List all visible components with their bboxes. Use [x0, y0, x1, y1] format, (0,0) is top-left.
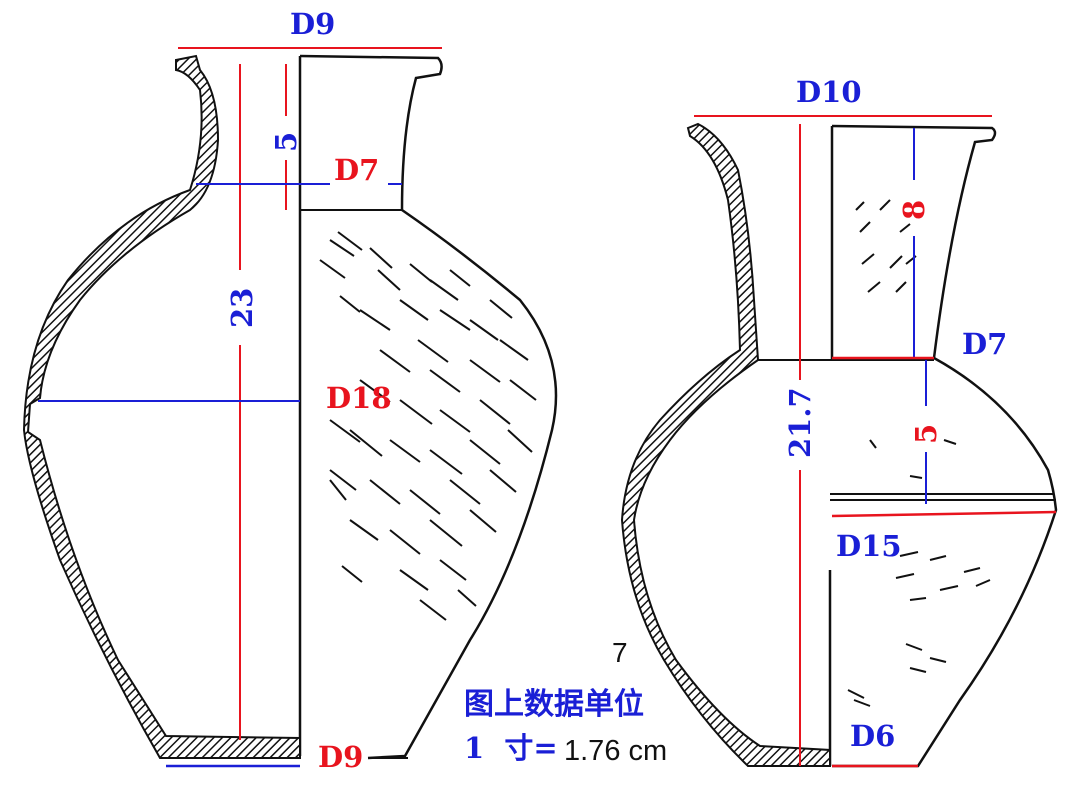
left-vase-outline	[299, 54, 558, 760]
right-vase-outline	[831, 124, 1058, 768]
left-vase-texture	[319, 231, 537, 621]
right-neck-diameter-label: D7	[962, 327, 1007, 361]
right-base-diameter-label: D6	[850, 719, 895, 753]
right-shoulder-height-label: 5	[909, 424, 943, 444]
right-top-diameter-label: D10	[796, 75, 862, 109]
unit-note-value: 1.76 cm	[564, 735, 667, 767]
right-vase-dimensions	[694, 115, 1057, 768]
left-vase	[22, 54, 558, 760]
right-neck-height-label: 8	[897, 200, 931, 220]
right-vase	[620, 122, 1058, 768]
left-neck-diameter-label: D7	[334, 153, 379, 187]
right-vase-texture	[847, 199, 991, 707]
left-max-diameter-label: D18	[326, 381, 392, 415]
left-vase-dimensions	[38, 47, 442, 768]
unit-note-title: 图上数据单位	[464, 687, 644, 722]
right-vase-wall-section	[620, 122, 831, 767]
left-top-diameter-label: D9	[290, 7, 335, 41]
left-body-height-label: 23	[225, 288, 259, 328]
left-neck-height-label: 5	[269, 132, 303, 152]
left-vase-wall-section	[22, 54, 301, 759]
right-body-height-label: 21.7	[783, 387, 817, 458]
unit-note-prefix: 1 寸=	[464, 731, 558, 765]
stray-mark: 7	[612, 637, 628, 668]
right-max-diameter-line	[831, 510, 1057, 518]
right-max-diameter-label: D15	[836, 529, 902, 563]
left-base-diameter-label: D9	[318, 740, 363, 774]
